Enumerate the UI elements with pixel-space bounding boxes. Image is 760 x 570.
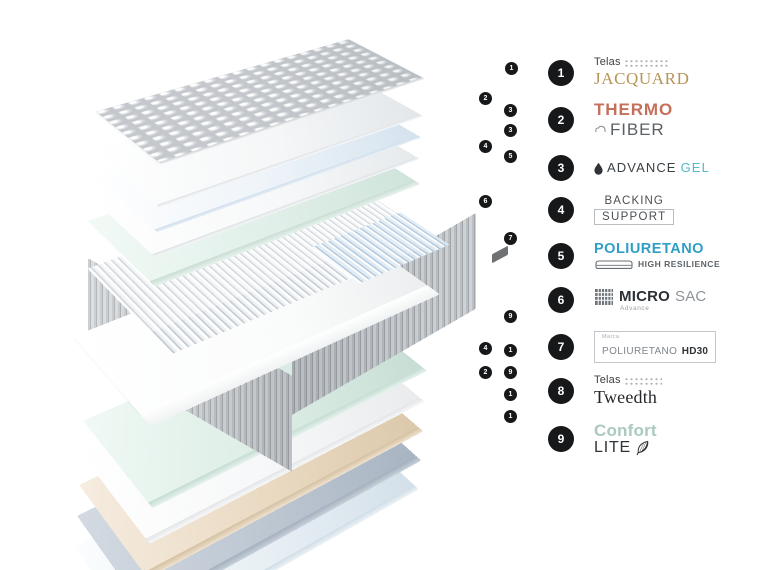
- telas-text-1: Telas: [594, 56, 621, 69]
- legend-item-tweedth[interactable]: 8 Telas Tweedth: [530, 370, 760, 412]
- legend-label-poliuretano-hr: POLIURETANO HIGH RESILIENCE: [594, 242, 720, 270]
- poliuretano-text: POLIURETANO: [594, 241, 704, 258]
- sac-text: SAC: [675, 288, 707, 306]
- dotted-pattern-icon: [623, 59, 670, 69]
- mattress-slab-icon: [595, 260, 633, 269]
- callout-7-hd30: 7: [504, 232, 517, 245]
- callout-1-top: 1: [505, 62, 518, 75]
- legend-badge-6: 6: [548, 287, 574, 313]
- legend-item-advancegel[interactable]: 3 ADVANCE GEL: [530, 147, 760, 189]
- framed-label-icon: Marca POLIURETANO HD30: [594, 331, 717, 363]
- callout-3-gel: 3: [504, 104, 517, 117]
- legend-badge-7: 7: [548, 334, 574, 360]
- cloud-icon: [595, 125, 606, 133]
- legend-item-poliuretano-hr[interactable]: 5 POLIURETANO HIGH RESILIENCE: [530, 235, 760, 277]
- legend-badge-2: 2: [548, 107, 574, 133]
- micro-spring-grid-icon: [595, 289, 613, 306]
- mattress-exploded-diagram: 1 2 3 3 4 5 6 7 9 1 4 2 9 1 1: [73, 39, 518, 570]
- legend-label-thermofiber: THERMO FIBER: [594, 100, 674, 139]
- legend-label-poliuretano-hd30: Marca POLIURETANO HD30: [594, 331, 717, 363]
- micro-text: MICRO: [619, 288, 670, 306]
- lite-text: LITE: [594, 439, 631, 457]
- legend-item-confortlite[interactable]: 9 Confort LITE: [530, 418, 760, 460]
- legend-panel: 1 Telas JACQUARD 2 THERMO FIBER: [530, 0, 760, 570]
- legend-badge-3: 3: [548, 155, 574, 181]
- legend-badge-1: 1: [548, 60, 574, 86]
- callout-5-poliu: 5: [504, 150, 517, 163]
- backing-text: BACKING: [604, 194, 664, 207]
- callout-6-microsac: 6: [479, 195, 492, 208]
- legend-label-backingsupport: BACKING SUPPORT: [594, 194, 675, 226]
- feather-icon: [636, 440, 649, 455]
- hd30-poliuretano-text: POLIURETANO: [602, 346, 678, 358]
- microsac-advance-subtext: Advance: [620, 305, 650, 313]
- legend-badge-5: 5: [548, 243, 574, 269]
- callout-4-bottom: 4: [479, 342, 492, 355]
- callout-1c-bottom: 1: [504, 388, 517, 401]
- legend-badge-9: 9: [548, 426, 574, 452]
- legend-item-microsac[interactable]: 6: [530, 279, 760, 321]
- brand-tag: [492, 245, 508, 264]
- legend-label-confortlite: Confort LITE: [594, 420, 657, 457]
- legend-label-advancegel: ADVANCE GEL: [594, 159, 710, 175]
- support-text: SUPPORT: [594, 209, 675, 226]
- gel-text: GEL: [680, 159, 710, 175]
- thermo-text: THERMO: [594, 100, 674, 120]
- callout-9-bottom: 9: [504, 366, 517, 379]
- legend-item-backingsupport[interactable]: 4 BACKING SUPPORT: [530, 189, 760, 231]
- legend-item-poliuretano-hd30[interactable]: 7 Marca POLIURETANO HD30: [530, 326, 760, 368]
- legend-badge-4: 4: [548, 197, 574, 223]
- legend-label-jacquard: Telas JACQUARD: [594, 56, 690, 89]
- callout-1d-bottom: 1: [504, 410, 517, 423]
- callout-1-bottom: 1: [504, 344, 517, 357]
- legend-badge-8: 8: [548, 378, 574, 404]
- legend-label-microsac: MICRO SAC Advance: [594, 287, 706, 312]
- confort-text: Confort: [594, 420, 657, 440]
- legend-item-jacquard[interactable]: 1 Telas JACQUARD: [530, 52, 760, 94]
- fiber-text: FIBER: [610, 119, 665, 139]
- advance-text: ADVANCE: [607, 159, 677, 175]
- callout-4-backing: 4: [479, 140, 492, 153]
- legend-item-thermofiber[interactable]: 2 THERMO FIBER: [530, 99, 760, 141]
- telas-text-8: Telas: [594, 373, 621, 386]
- callout-2-bottom: 2: [479, 366, 492, 379]
- callout-9-confort: 9: [504, 310, 517, 323]
- high-resilience-text: HIGH RESILIENCE: [638, 258, 721, 269]
- callout-3b-gel: 3: [504, 124, 517, 137]
- hd30-marca-text: Marca: [602, 334, 620, 341]
- callout-2-fiber: 2: [479, 92, 492, 105]
- hd30-code-text: HD30: [681, 346, 709, 358]
- droplet-icon: [594, 162, 603, 175]
- tweedth-text: Tweedth: [594, 386, 658, 407]
- legend-label-tweedth: Telas Tweedth: [594, 373, 662, 407]
- jacquard-text: JACQUARD: [594, 69, 690, 89]
- dotted-pattern-icon-8: [623, 376, 662, 386]
